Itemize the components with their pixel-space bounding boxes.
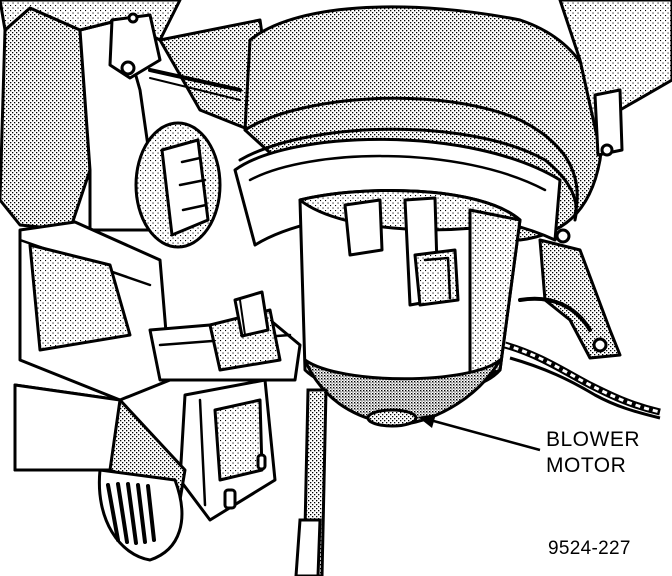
bracket-screw-hole	[127, 12, 139, 24]
support-hole	[256, 453, 267, 471]
bracket-screw-lower-right	[592, 337, 608, 353]
support-plate-shade	[213, 398, 264, 482]
housing-wall-upper-left	[0, 6, 92, 232]
support-slot	[223, 488, 237, 510]
motor-bottom-dome	[303, 358, 502, 427]
lower-right-bracket	[538, 238, 622, 360]
callout-line-2: MOTOR	[546, 454, 627, 477]
housing-top-left	[0, 0, 182, 42]
lower-left-box-face	[13, 383, 122, 472]
callout-line-1: BLOWER	[546, 428, 641, 451]
louvre-slats	[106, 482, 156, 545]
callout-arrow	[418, 414, 541, 452]
lower-left-duct-shade	[28, 243, 132, 352]
motor-tab-left	[343, 198, 384, 257]
housing-screw-right	[600, 143, 614, 157]
callout-label-blower-motor: BLOWER MOTOR	[546, 427, 640, 479]
motor-shaft-cap	[366, 408, 418, 428]
ring-screw	[555, 228, 571, 244]
bracket-screw-upper	[120, 60, 136, 76]
access-opening-rib	[160, 138, 210, 237]
retaining-clip	[233, 290, 270, 338]
upper-bracket	[108, 13, 162, 80]
wire-harness	[504, 341, 661, 420]
figure-number: 9524-227	[548, 538, 631, 559]
vertical-rod	[294, 388, 328, 576]
scroll-top-rim	[243, 96, 579, 217]
motor-side-shade-right	[468, 208, 522, 387]
